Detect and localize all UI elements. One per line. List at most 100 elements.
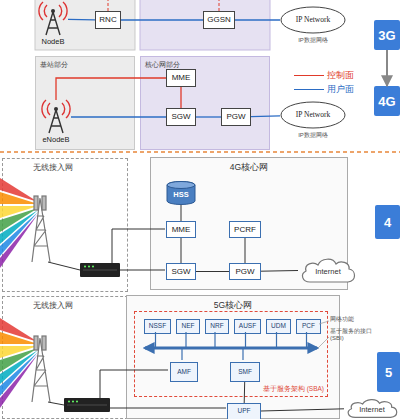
network-function-box: NSSF [144,319,171,334]
network-ellipse: IP NetworkIP数据网络 [280,101,346,129]
process-box: GGSN [203,11,235,29]
node-label: 5 [377,352,400,392]
database-cylinder: HSS [166,181,196,205]
node-label: NRF [206,320,228,333]
node-label: 4G [374,86,400,116]
node-label: 无线接入网 [33,301,73,311]
node-label: 3G [374,20,400,50]
region-box: 基站部分 eNodeB [35,56,135,150]
legend-text: 用户面 [327,83,354,96]
node-label: 基于服务架构 (SBA) [263,385,324,394]
network-function-box: PCF [296,319,321,334]
node-label: HSS [166,181,196,205]
node-label: Internet [344,397,400,419]
process-box: SGW [166,263,196,280]
connector-line [68,19,95,21]
node-label: 无线接入网 [33,163,73,173]
node-label: NodeB [26,37,80,46]
generation-badge: 3G [374,20,400,50]
antenna-icon-outline [41,100,71,134]
internet-cloud: Internet [344,397,400,419]
section-divider [0,151,400,153]
connector-line [121,19,203,20]
node-label: MME [167,70,195,86]
network-ellipse: IP NetworkIP数据网络 [280,6,346,34]
connector-line [181,205,182,221]
node-label: PCRF [230,222,260,237]
generation-badge: 4 [375,205,400,239]
node-sublabel: IP数据网络 [270,131,356,140]
node-label: 4G核心网 [151,162,347,174]
access-device [64,398,110,412]
process-box: MME [166,221,196,238]
annotation-label: 基于服务的接口(SBI) [330,328,378,342]
network-function-box: SMF [230,362,260,382]
generation-badge: 4G [374,86,400,116]
core-network-region: 5G核心网基于服务架构 (SBA)NSSFNEFNRFAUSFUDMPCFAMF… [126,295,340,419]
legend-row: 用户面 [294,83,354,96]
node-label: NEF [177,320,199,333]
process-box: RNC [95,11,121,29]
connector-line [261,270,298,272]
network-function-box: UPF [227,403,261,419]
node-label: UDM [267,320,290,333]
connector-line [71,116,166,117]
network-function-box: UDM [266,319,291,334]
node-label: GGSN [204,12,234,28]
node-label: eNodeB [29,135,83,144]
process-box: SGW [166,108,196,126]
network-function-box: NEF [176,319,200,334]
node-label: SGW [167,109,195,125]
node-label: IP Network [280,6,346,34]
legend-text: 控制面 [327,69,354,82]
antenna-icon: NodeB [38,2,68,36]
core-region [140,0,270,50]
radio-tower [32,196,50,262]
radio-tower [32,336,50,402]
process-box: PGW [221,108,251,126]
node-label: RNC [96,12,120,28]
sba-region: 基于服务架构 (SBA) NSSF NEF NRF AUSF UDM PCF AMF SMF [134,311,328,397]
network-function-box: AUSF [234,319,261,334]
connector-line [245,238,246,263]
node-label: PCF [297,320,320,333]
node-label: MME [167,222,195,237]
node-label: UPF [228,404,260,419]
node-label: SGW [167,264,195,279]
legend-line-sample [294,89,324,90]
node-label: PGW [222,109,250,125]
connector-line [181,238,182,263]
node-label: SMF [231,363,259,381]
antenna-icon: eNodeB [41,100,71,134]
connector-line [56,78,166,100]
node-label: 基站部分 [40,60,68,70]
node-label: NSSF [145,320,170,333]
access-network-region: 无线接入网 [2,158,128,292]
generation-badge: 5 [377,352,400,392]
process-box: MME [166,69,196,87]
connector-line [261,409,344,411]
connector-line [244,382,246,403]
access-device [80,263,120,277]
access-network-region: 无线接入网 [2,296,128,419]
connector-line [196,116,221,117]
control-plane-wire [108,0,219,11]
connector-line [196,271,229,272]
region-box: 核心网部分MMESGWPGW [140,56,270,150]
process-box: PGW [229,263,261,280]
node-label: Internet [298,256,358,284]
radio-beams [0,178,38,268]
node-label: 4 [375,205,400,239]
connector-line [180,87,181,108]
node-label: AUSF [235,320,260,333]
node-sublabel: IP数据网络 [270,36,356,45]
antenna-icon-outline [38,2,68,36]
internet-cloud: Internet [298,256,358,284]
legend-row: 控制面 [294,69,354,82]
node-label: AMF [171,363,197,381]
legend-line-sample [294,75,324,76]
radio-beams [0,318,38,408]
connector-line [235,19,280,20]
process-box: PCRF [229,221,261,238]
